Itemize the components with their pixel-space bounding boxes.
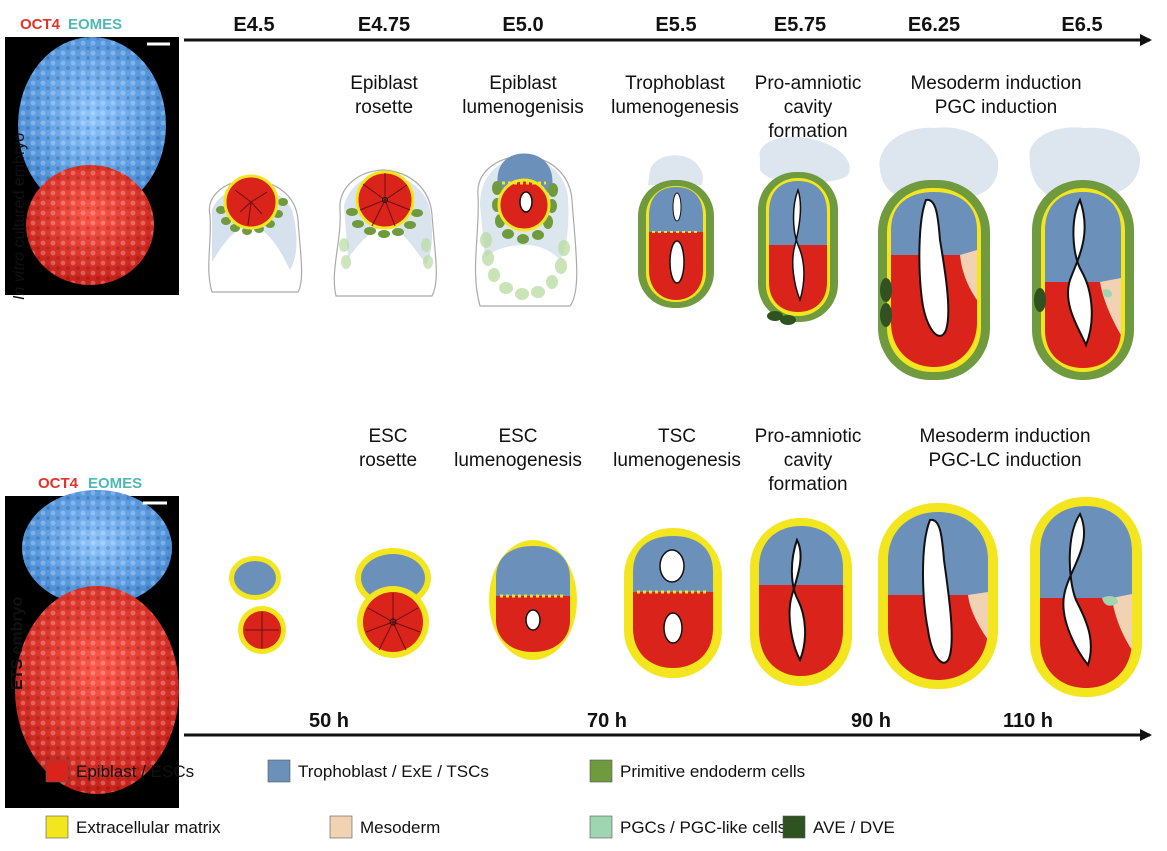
top-event-labels: Epiblast rosette Epiblast lumenogenisis Trop…	[350, 73, 1081, 142]
legend-swatch	[589, 815, 613, 839]
legend-swatch	[782, 815, 806, 839]
legend-label: PGCs / PGC-like cells	[620, 818, 786, 837]
event-label-line: TSC	[658, 426, 696, 447]
stage-label: E6.5	[1061, 14, 1102, 36]
event-label-line: PGC induction	[935, 97, 1058, 118]
event-label-line: cavity	[784, 450, 833, 471]
event-label-line: Mesoderm induction	[919, 426, 1090, 447]
embryo-bottom-6	[878, 503, 998, 689]
legend-swatch	[45, 759, 69, 783]
stage-label: E4.75	[358, 14, 410, 36]
legend-label: Mesoderm	[360, 818, 440, 837]
legend-swatch	[267, 759, 291, 783]
micrograph-top	[5, 37, 179, 295]
legend-label: Epiblast / ESCs	[76, 762, 194, 781]
oct4-label-top: OCT4	[20, 16, 61, 33]
event-label-line: ESC	[368, 426, 407, 447]
legend-label: Extracellular matrix	[76, 818, 221, 837]
time-label: 90 h	[851, 710, 891, 732]
stage-label: E5.5	[655, 14, 696, 36]
micrograph-bottom	[5, 490, 179, 808]
time-label: 50 h	[309, 710, 349, 732]
event-label-line: lumenogenesis	[454, 450, 582, 471]
stage-label: E5.0	[502, 14, 543, 36]
event-label-line: Mesoderm induction	[910, 73, 1081, 94]
legend-swatch	[45, 815, 69, 839]
event-label-line: cavity	[784, 97, 833, 118]
oct4-label-bottom: OCT4	[38, 475, 79, 492]
legend-label: AVE / DVE	[813, 818, 895, 837]
legend-label: Trophoblast / ExE / TSCs	[298, 762, 489, 781]
stage-label: E5.75	[774, 14, 826, 36]
event-label-line: lumenogenesis	[613, 450, 741, 471]
event-label-line: rosette	[355, 97, 413, 118]
embryo-top-e4-75	[333, 169, 437, 297]
embryo-bottom-3	[489, 540, 577, 660]
stage-labels: E4.5 E4.75 E5.0 E5.5 E5.75 E6.25 E6.5	[233, 14, 1102, 36]
time-label: 70 h	[587, 710, 627, 732]
event-label-line: Trophoblast	[625, 73, 725, 94]
event-label-line: ESC	[498, 426, 537, 447]
embryo-top-e5-0	[474, 153, 578, 307]
embryo-bottom-4	[624, 528, 722, 678]
top-side-label: In vitro cultured embryo	[11, 133, 28, 300]
event-label-line: lumenogenisis	[462, 97, 583, 118]
event-label-line: formation	[768, 474, 847, 495]
event-label-line: Epiblast	[350, 73, 418, 94]
embryo-top-e5-5	[638, 155, 714, 308]
embryo-bottom-1	[229, 556, 286, 654]
event-label-line: formation	[768, 121, 847, 142]
embryo-bottom-5	[750, 518, 852, 686]
event-label-line: PGC-LC induction	[928, 450, 1081, 471]
eomes-label-top: EOMES	[68, 16, 122, 33]
eomes-label-bottom: EOMES	[88, 475, 142, 492]
time-label: 110 h	[1003, 710, 1053, 732]
event-label-line: lumenogenesis	[611, 97, 739, 118]
bottom-event-labels: ESC rosette ESC lumenogenesis TSC lumenogenes…	[359, 426, 1091, 495]
embryo-bottom-7	[1030, 497, 1142, 697]
stage-label: E6.25	[908, 14, 960, 36]
event-label-line: Pro-amniotic	[755, 73, 862, 94]
time-labels: 50 h 70 h 90 h 110 h	[309, 710, 1053, 732]
bottom-side-label: ETS embryo	[9, 596, 26, 690]
embryo-bottom-2	[355, 548, 431, 658]
embryo-top-e6-25	[878, 127, 999, 380]
legend-swatch	[329, 815, 353, 839]
stage-label: E4.5	[233, 14, 274, 36]
event-label-line: Epiblast	[489, 73, 557, 94]
event-label-line: rosette	[359, 450, 417, 471]
legend-swatch	[589, 759, 613, 783]
legend-label: Primitive endoderm cells	[620, 762, 805, 781]
embryo-top-e4-5	[208, 174, 303, 293]
embryo-top-e5-75	[758, 136, 850, 325]
embryo-top-e6-5	[1029, 127, 1140, 380]
event-label-line: Pro-amniotic	[755, 426, 862, 447]
